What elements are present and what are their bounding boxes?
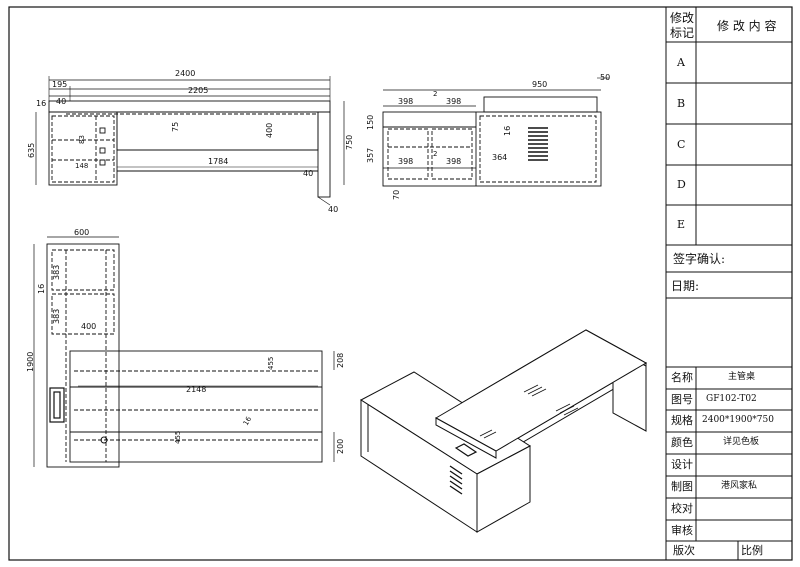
plan-view xyxy=(33,236,335,468)
side-top xyxy=(483,96,598,113)
side-view-dimensions: 950 50 398 398 2 150 357 398 398 2 16 36… xyxy=(366,73,610,200)
front-view xyxy=(35,76,345,206)
dim-front-pedestal-height: 635 xyxy=(27,143,36,158)
front-pedestal xyxy=(48,111,118,186)
dim-side-drawer-1: 398 xyxy=(398,97,413,106)
plan-desk-top xyxy=(69,350,323,463)
dim-front-ledge: 40 xyxy=(56,97,66,106)
dim-front-drawer-b: 148 xyxy=(75,162,88,170)
front-hardware-1 xyxy=(99,127,106,134)
dim-front-left-offset: 195 xyxy=(52,80,67,89)
front-view-dimensions: 2400 195 2205 16 40 75 400 750 635 1784 … xyxy=(27,69,354,214)
iso-vent xyxy=(449,465,463,495)
dim-side-drawer-4: 398 xyxy=(446,157,461,166)
dim-plan-front-depth: 200 xyxy=(336,439,345,454)
sheet-border xyxy=(8,6,793,561)
dim-plan-a: 455 xyxy=(267,357,275,370)
front-modesty-panel xyxy=(116,111,319,151)
dim-front-modesty: 75 xyxy=(171,122,180,132)
dim-plan-desk-span: 2148 xyxy=(186,385,206,394)
front-hidden-lines xyxy=(51,113,318,183)
isometric-view xyxy=(360,329,648,533)
front-desktop xyxy=(48,100,331,113)
side-view xyxy=(382,77,609,187)
dim-side-overhang: 50 xyxy=(600,73,610,82)
dim-plan-c: 16 xyxy=(242,415,254,427)
dim-side-bottom-drawer: 357 xyxy=(366,148,375,163)
iso-grain xyxy=(479,384,579,439)
dim-side-plinth: 70 xyxy=(392,190,401,200)
dim-side-overall: 950 xyxy=(532,80,547,89)
dim-plan-thickness: 16 xyxy=(37,284,46,294)
dim-front-bottom-gap: 40 xyxy=(328,205,338,214)
dim-side-drawer-2: 398 xyxy=(446,97,461,106)
plan-cable-hole xyxy=(100,436,108,444)
plan-hidden-lines xyxy=(51,249,318,462)
dim-side-module: 364 xyxy=(492,153,507,162)
dim-front-foot: 40 xyxy=(303,169,313,178)
side-body xyxy=(382,111,602,187)
title-block-grid xyxy=(665,7,792,560)
dim-front-top-width: 2205 xyxy=(188,86,208,95)
dim-plan-depth: 1900 xyxy=(26,352,35,372)
dim-side-top-drawer: 150 xyxy=(366,115,375,130)
front-hardware-3 xyxy=(99,159,106,166)
dim-plan-b: 455 xyxy=(174,431,182,444)
front-right-leg xyxy=(317,111,331,198)
side-hidden-lines xyxy=(387,115,597,183)
dim-front-panel-height: 400 xyxy=(265,123,274,138)
iso-grommet xyxy=(454,443,478,457)
dim-side-drawer-3: 398 xyxy=(398,157,413,166)
dim-front-drawer-a: 83 xyxy=(78,135,86,144)
dim-plan-shelf: 400 xyxy=(81,322,96,331)
dim-plan-cell-b: 383 xyxy=(52,309,61,324)
front-hardware-2 xyxy=(99,147,106,154)
dim-front-height: 750 xyxy=(345,135,354,150)
dim-plan-cell-a: 383 xyxy=(52,265,61,280)
side-vent xyxy=(528,127,548,161)
dim-side-gap-bottom: 2 xyxy=(433,150,437,158)
dim-plan-back-depth: 208 xyxy=(336,353,345,368)
dim-front-top-thickness: 16 xyxy=(36,99,46,108)
dim-side-thickness: 16 xyxy=(503,126,512,136)
dim-front-overall: 2400 xyxy=(175,69,195,78)
dim-side-gap-top: 2 xyxy=(433,90,437,98)
plan-return-unit xyxy=(46,243,120,468)
plan-grommet xyxy=(49,387,65,423)
plan-view-dimensions: 600 1900 383 383 16 400 2148 208 200 455… xyxy=(26,228,345,454)
dim-front-inner-span: 1784 xyxy=(208,157,228,166)
dim-plan-return-width: 600 xyxy=(74,228,89,237)
